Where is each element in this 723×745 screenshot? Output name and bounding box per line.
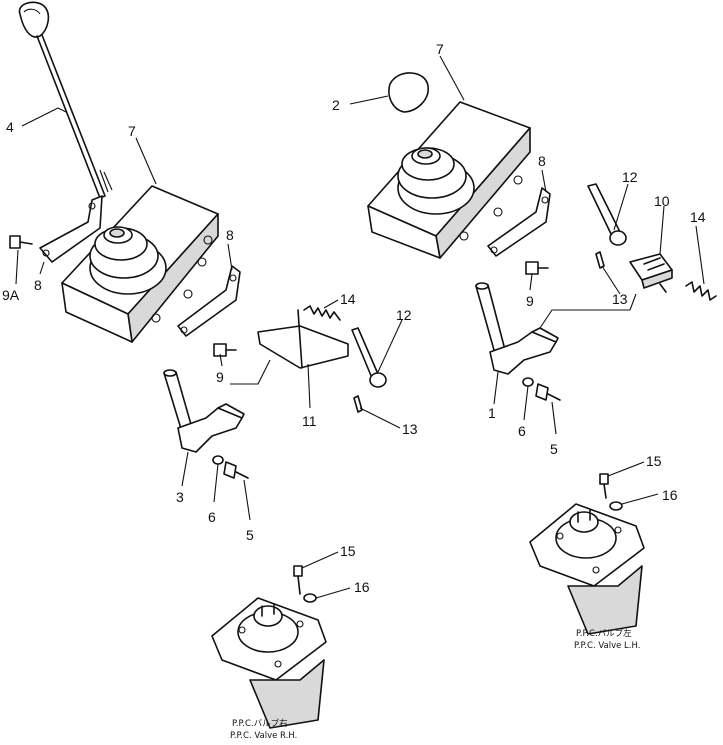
pin-13-left: [353, 395, 363, 413]
link-11: [257, 309, 349, 369]
caption-valve-lh-en: P.P.C. Valve L.H.: [574, 641, 640, 651]
callout-11: 11: [302, 413, 317, 429]
callout-4: 4: [6, 119, 14, 135]
callout-6-left: 6: [208, 509, 216, 525]
left-lever-knob: [18, 1, 50, 38]
right-shaft-1: [475, 282, 559, 375]
callout-15-left-valve: 15: [646, 453, 662, 469]
left-bolt-5: [223, 461, 249, 479]
callout-16-left-valve: 16: [662, 487, 678, 503]
caption-valve-rh-jp: P.P.C.バルブ右: [232, 718, 288, 729]
left-bracket-8a: [39, 195, 103, 263]
callout-7-right: 7: [436, 41, 444, 57]
callout-14-right: 14: [690, 209, 706, 225]
ppc-valve-left: [529, 503, 645, 635]
callout-9A: 9A: [2, 287, 20, 303]
ppc-valve-right: [211, 597, 327, 729]
callout-6-right: 6: [518, 423, 526, 439]
right-bracket-8: [487, 187, 551, 257]
callout-15-right-valve: 15: [340, 543, 356, 559]
left-lever-rod: [36, 34, 113, 199]
block-10: [629, 253, 673, 293]
callout-5-left: 5: [246, 527, 254, 543]
caption-valve-rh-en: P.P.C. Valve R.H.: [230, 731, 297, 741]
callout-1: 1: [488, 405, 496, 421]
left-bracket-8b: [177, 265, 241, 337]
callout-13-right: 13: [612, 291, 628, 307]
callout-3: 3: [176, 489, 184, 505]
left-rubber-boot: [89, 226, 167, 295]
callout-13-left: 13: [402, 421, 418, 437]
spring-14-left: [303, 305, 341, 321]
left-shaft-3: [163, 369, 245, 453]
leader-lines: [15, 55, 705, 599]
washer-16-left: [609, 501, 623, 511]
arm-12-right: [587, 183, 627, 246]
washer-16-right: [303, 593, 317, 603]
right-bolt-9: [525, 261, 549, 275]
callout-10: 10: [654, 193, 670, 209]
left-bolt-9: [213, 343, 237, 357]
bolt-15-left: [599, 473, 609, 499]
pin-13-right: [595, 251, 605, 269]
callout-labels: 4 7 7 2 8 8 8 9A 9 9 11 12 12 13 13 14 1…: [2, 41, 706, 595]
left-bolt-9a: [9, 235, 33, 249]
callout-5-right: 5: [550, 441, 558, 457]
valve-captions: P.P.C.バルブ右 P.P.C. Valve R.H. P.P.C.バルブ左 …: [230, 628, 640, 741]
callout-9-right: 9: [526, 293, 534, 309]
right-connector-line: [539, 293, 637, 329]
callout-12-right: 12: [622, 169, 638, 185]
caption-valve-lh-jp: P.P.C.バルブ左: [576, 628, 632, 639]
callout-8-left: 8: [34, 277, 42, 293]
callout-8-right: 8: [538, 153, 546, 169]
callout-9-left: 9: [216, 369, 224, 385]
right-knob-2: [388, 72, 429, 113]
callout-8-middle: 8: [226, 227, 234, 243]
callout-7-left: 7: [128, 123, 136, 139]
left-washer-6: [212, 455, 224, 465]
callout-2: 2: [332, 97, 340, 113]
spring-14-right: [685, 281, 717, 301]
bolt-15-right: [293, 565, 303, 595]
right-bolt-5: [535, 383, 561, 401]
right-washer-6: [522, 377, 534, 387]
arm-12-left: [351, 327, 387, 388]
callout-12-left: 12: [396, 307, 412, 323]
callout-16-right-valve: 16: [354, 579, 370, 595]
right-rubber-boot: [397, 147, 475, 215]
left-connector-line: [230, 359, 271, 385]
callout-14-left: 14: [340, 291, 356, 307]
